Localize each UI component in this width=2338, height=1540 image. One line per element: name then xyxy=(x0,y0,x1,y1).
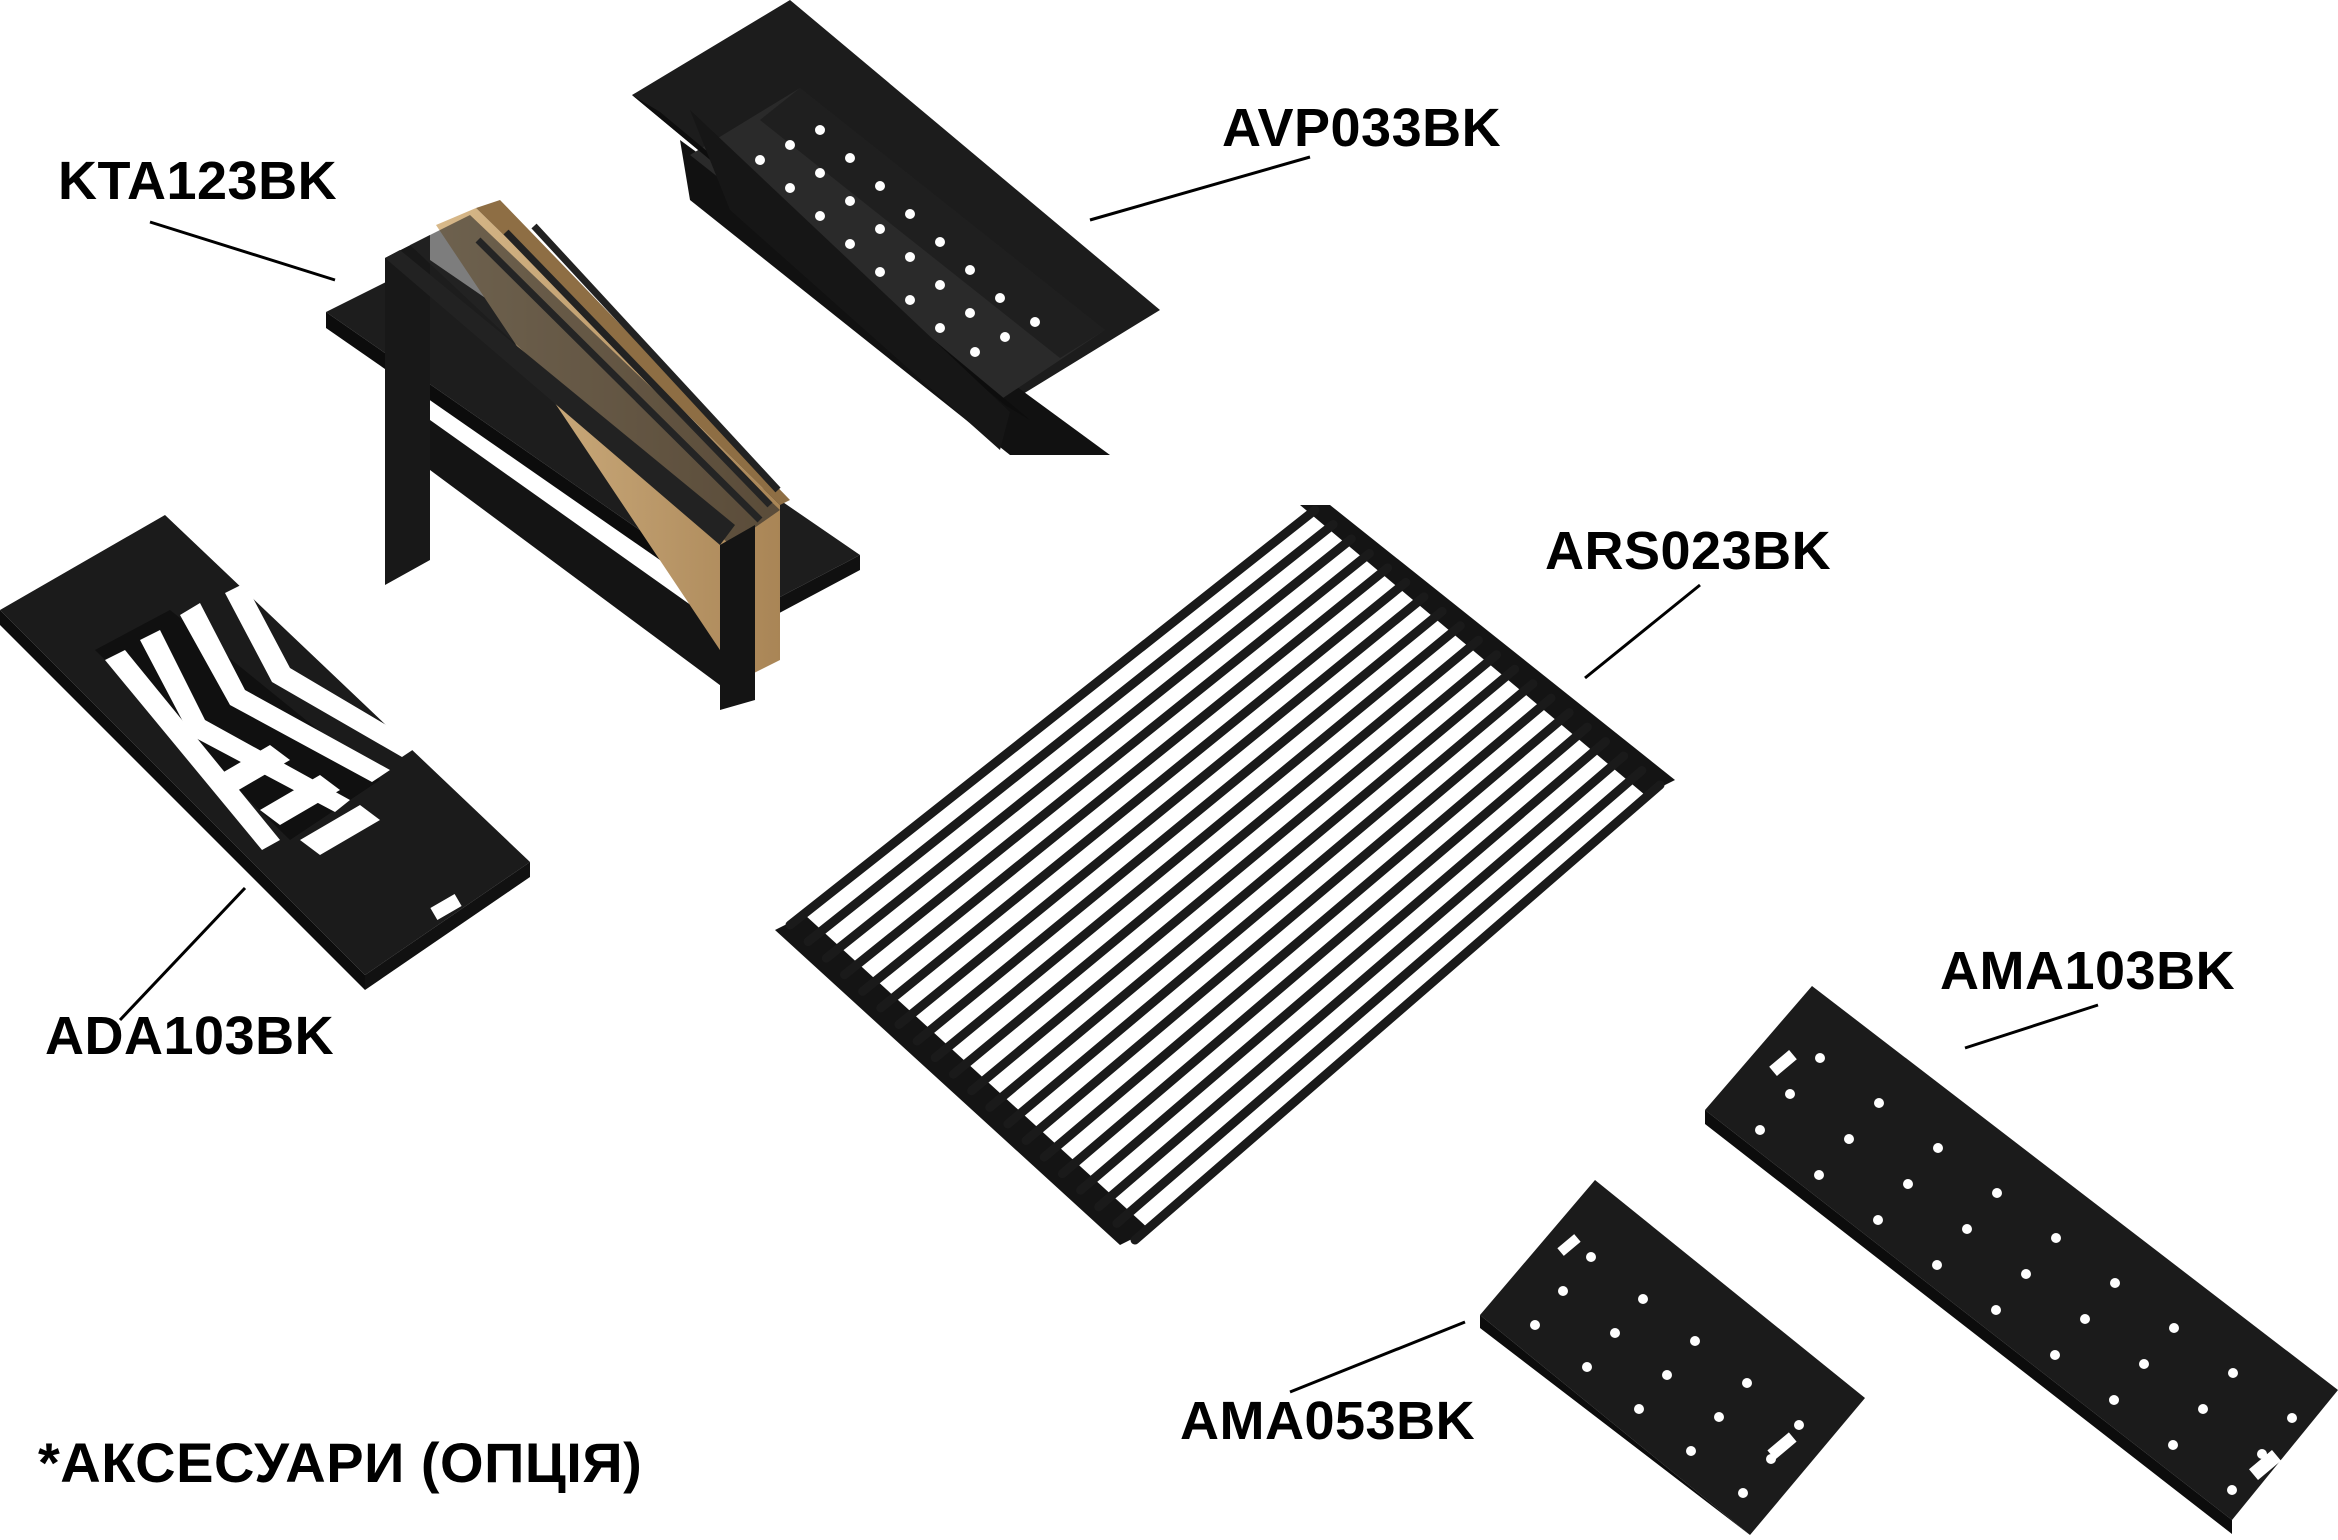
leader-ama103 xyxy=(1964,1003,2099,1050)
rack-rod xyxy=(839,548,1374,980)
label-ama053bk: AMA053BK xyxy=(1180,1391,1476,1451)
board-hole xyxy=(2227,1485,2237,1495)
rack-rod xyxy=(858,563,1393,996)
rack-rod xyxy=(1039,708,1574,1162)
label-ama103bk: AMA103BK xyxy=(1940,941,2236,1001)
footnote-accessories: *АКСЕСУАРИ (ОПЦІЯ) xyxy=(38,1431,643,1494)
board-hole xyxy=(1634,1404,1644,1414)
leader-lines xyxy=(118,155,2099,1394)
board-hole xyxy=(1742,1378,1752,1388)
rack-rod xyxy=(785,505,1320,930)
rack-rod xyxy=(876,577,1411,1013)
product-ars023bk xyxy=(775,505,1675,1245)
board-hole xyxy=(2139,1359,2149,1369)
rack-rods xyxy=(785,505,1665,1245)
board-hole xyxy=(2168,1440,2178,1450)
board-hole xyxy=(1991,1305,2001,1315)
board-hole xyxy=(2109,1395,2119,1405)
rack-rod xyxy=(1003,679,1538,1129)
label-ada103bk: ADA103BK xyxy=(45,1006,335,1066)
board-hole xyxy=(1610,1328,1620,1338)
board-hole xyxy=(1638,1294,1648,1304)
leader-avp xyxy=(1089,155,1311,222)
rack-rod xyxy=(930,621,1465,1063)
rack-rod xyxy=(1057,722,1592,1179)
board-hole xyxy=(1874,1098,1884,1108)
leader-kta xyxy=(149,220,336,282)
board-hole xyxy=(1755,1125,1765,1135)
board-hole xyxy=(1558,1286,1568,1296)
rack-rod xyxy=(803,519,1338,947)
board-hole xyxy=(2080,1314,2090,1324)
label-ars023bk: ARS023BK xyxy=(1545,521,1832,581)
board-hole xyxy=(1932,1260,1942,1270)
label-kta123bk: KTA123BK xyxy=(58,151,338,211)
board-hole xyxy=(2050,1350,2060,1360)
product-kta123bk xyxy=(326,200,860,710)
board-hole xyxy=(1815,1053,1825,1063)
board-hole xyxy=(2287,1413,2297,1423)
board-hole xyxy=(2051,1233,2061,1243)
leader-ama053 xyxy=(1289,1320,1466,1394)
rack-rod xyxy=(985,664,1520,1112)
board-hole xyxy=(2198,1404,2208,1414)
rack-rod xyxy=(1076,737,1611,1195)
rack-rod xyxy=(894,592,1429,1029)
drainage-fins xyxy=(105,583,420,855)
board-hole xyxy=(2169,1323,2179,1333)
board-hole xyxy=(1690,1336,1700,1346)
rack-rod xyxy=(1112,766,1647,1228)
product-ada103bk xyxy=(0,515,530,990)
rack-rod xyxy=(967,650,1502,1096)
board-hole xyxy=(1933,1143,1943,1153)
board-hole xyxy=(1662,1370,1672,1380)
board-hole xyxy=(1686,1446,1696,1456)
board-hole xyxy=(1992,1188,2002,1198)
rack-rod xyxy=(1094,751,1629,1212)
board-hole xyxy=(1794,1420,1804,1430)
rack-rod xyxy=(948,635,1483,1079)
board-hole xyxy=(1530,1320,1540,1330)
colander-holes xyxy=(755,125,1040,357)
leader-ars xyxy=(1584,583,1701,680)
board-hole xyxy=(1903,1179,1913,1189)
board-hole xyxy=(1714,1412,1724,1422)
board-hole xyxy=(1785,1089,1795,1099)
rack-rod xyxy=(1021,693,1556,1146)
product-ama053bk xyxy=(1480,1180,1865,1535)
board-hole xyxy=(1962,1224,1972,1234)
board-hole xyxy=(2228,1368,2238,1378)
label-avp033bk: AVP033BK xyxy=(1222,98,1502,158)
product-avp033bk xyxy=(632,0,1160,455)
product-ama103bk xyxy=(1705,986,2338,1534)
board-hole xyxy=(1814,1170,1824,1180)
rack-rod xyxy=(912,606,1447,1046)
board-hole xyxy=(1738,1488,1748,1498)
board-hole xyxy=(2110,1278,2120,1288)
rack-rod xyxy=(821,534,1356,963)
board-hole xyxy=(2021,1269,2031,1279)
board-hole xyxy=(1873,1215,1883,1225)
board-hole xyxy=(1844,1134,1854,1144)
board-hole xyxy=(1586,1252,1596,1262)
leader-ada xyxy=(118,886,247,1022)
rack-rod xyxy=(1130,780,1665,1245)
board-hole xyxy=(1582,1362,1592,1372)
